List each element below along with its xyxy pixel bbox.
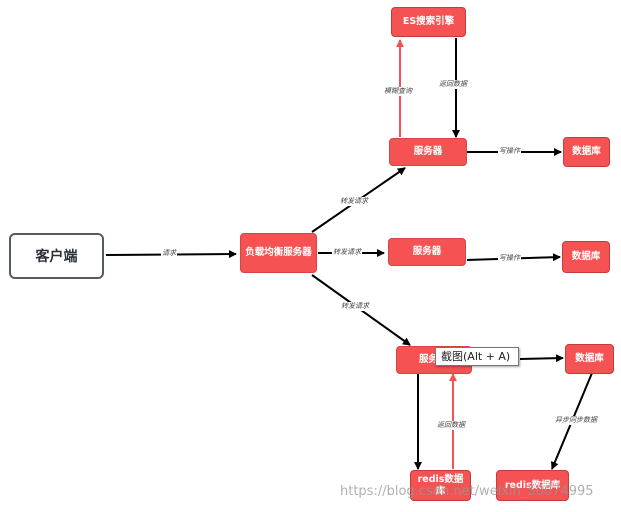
- watermark: https://blog.csdn.net/weixin_50074995: [340, 484, 594, 499]
- server-mid-node[interactable]: 服务器: [388, 238, 466, 266]
- edge-label-return-redis: 返回数据: [436, 421, 466, 430]
- redis-right-node[interactable]: redis数据库: [496, 470, 569, 501]
- edge-server-db-bottom: [519, 354, 564, 363]
- edge-label-async-data: 异步同步数据: [554, 416, 598, 425]
- client-node[interactable]: 客户端: [9, 233, 104, 279]
- edge-label-forward-top: 转发请求: [339, 197, 369, 206]
- db-mid-node[interactable]: 数据库: [562, 241, 610, 273]
- db-bottom-node[interactable]: 数据库: [565, 344, 614, 374]
- edge-label-write-top: 写操作: [498, 147, 521, 156]
- screenshot-tooltip: 截图(Alt + A): [435, 347, 519, 366]
- edge-label-write-mid: 写操作: [498, 254, 521, 263]
- redis-left-node[interactable]: redis数据库: [410, 470, 471, 501]
- edge-label-fuzzy-query: 模糊查询: [383, 87, 413, 96]
- edge-label-request: 请求: [161, 249, 177, 258]
- server-top-node[interactable]: 服务器: [389, 138, 467, 166]
- edge-label-forward-mid: 转发请求: [332, 248, 362, 257]
- edge-label-forward-bottom: 转发请求: [340, 302, 370, 311]
- es-engine-node[interactable]: ES搜索引擎: [391, 7, 466, 37]
- load-balancer-node[interactable]: 负载均衡服务器: [240, 233, 317, 273]
- db-top-node[interactable]: 数据库: [563, 137, 610, 167]
- edge-label-return-es: 返回数据: [438, 80, 468, 89]
